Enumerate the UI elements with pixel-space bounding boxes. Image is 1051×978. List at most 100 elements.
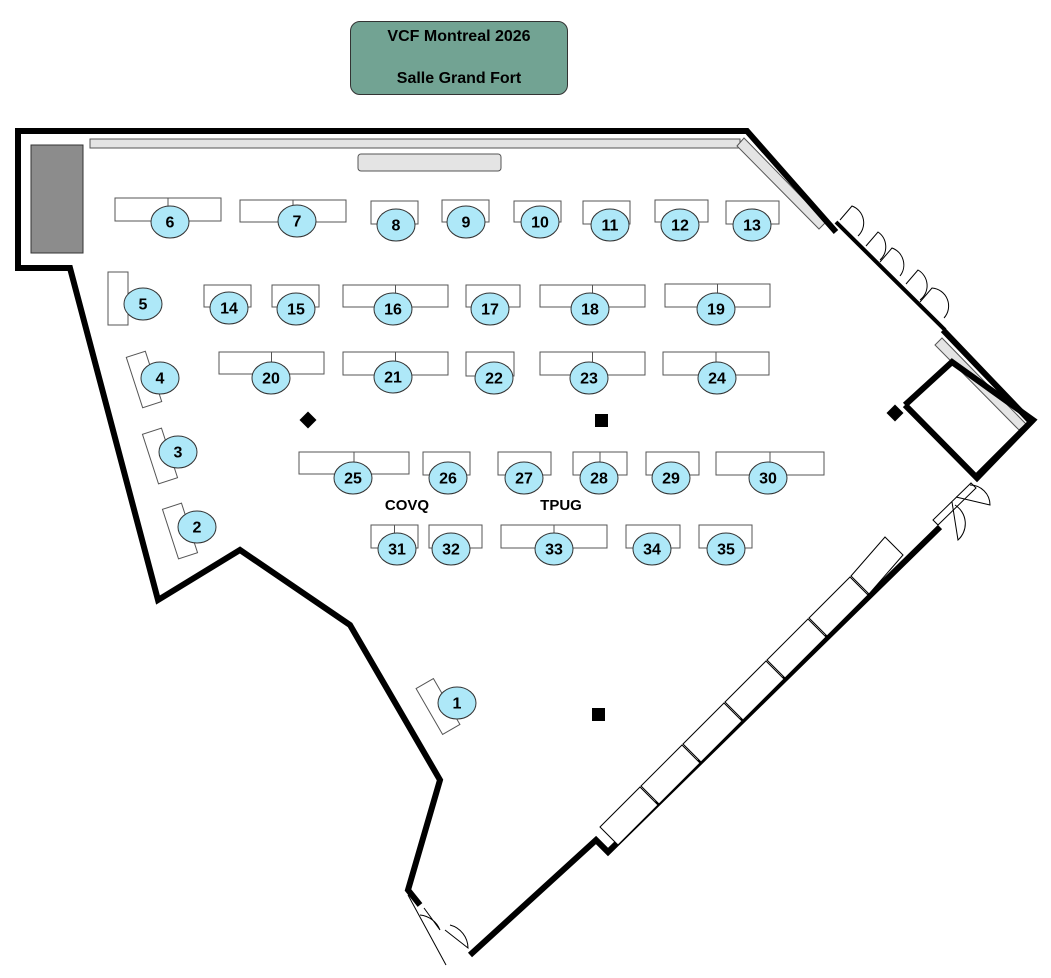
title-box: VCF Montreal 2026 Salle Grand Fort — [350, 21, 568, 95]
table-32[interactable]: 32 — [428, 524, 483, 566]
stage-block — [30, 144, 84, 254]
table-marker — [748, 461, 788, 495]
table-13[interactable]: 13 — [725, 200, 780, 242]
table-marker — [504, 461, 544, 495]
table-marker — [373, 360, 413, 394]
table-6[interactable]: 6 — [114, 197, 222, 239]
table-number: 5 — [139, 297, 148, 314]
table-marker — [140, 361, 180, 395]
table-number: 35 — [717, 542, 735, 559]
table-number: 28 — [590, 471, 608, 488]
table-23[interactable]: 23 — [539, 351, 646, 395]
table-19[interactable]: 19 — [664, 283, 771, 326]
table-number: 29 — [662, 471, 680, 488]
table-number: 33 — [545, 542, 563, 559]
label-tpug: TPUG — [540, 497, 582, 514]
table-marker — [470, 292, 510, 326]
table-marker — [209, 291, 249, 325]
table-4[interactable]: 4 — [125, 350, 180, 409]
table-25[interactable]: 25 — [298, 451, 410, 495]
counter-north — [89, 138, 741, 149]
table-26[interactable]: 26 — [422, 451, 471, 495]
door-east — [932, 482, 991, 541]
table-1[interactable]: 1 — [415, 677, 477, 736]
table-20[interactable]: 20 — [218, 351, 325, 395]
table-marker — [474, 361, 514, 395]
table-number: 31 — [388, 542, 406, 559]
table-number: 21 — [384, 370, 402, 387]
table-number: 9 — [462, 215, 471, 232]
table-17[interactable]: 17 — [465, 284, 521, 326]
table-marker — [177, 510, 217, 544]
table-marker — [251, 361, 291, 395]
table-29[interactable]: 29 — [645, 451, 700, 495]
table-number: 27 — [515, 471, 533, 488]
table-number: 11 — [602, 218, 619, 235]
table-33[interactable]: 33 — [500, 524, 608, 566]
storage-room — [902, 358, 1038, 483]
pillars — [299, 404, 904, 721]
table-18[interactable]: 18 — [539, 284, 646, 326]
table-21[interactable]: 21 — [342, 351, 449, 394]
table-number: 24 — [708, 371, 726, 388]
table-number: 26 — [439, 471, 457, 488]
table-8[interactable]: 8 — [370, 200, 419, 242]
table-31[interactable]: 31 — [370, 524, 419, 566]
table-marker — [520, 205, 560, 239]
table-number: 16 — [384, 302, 402, 319]
table-2[interactable]: 2 — [161, 502, 217, 560]
table-12[interactable]: 12 — [654, 199, 709, 242]
event-title: VCF Montreal 2026 — [387, 28, 531, 45]
table-number: 20 — [262, 371, 280, 388]
table-number: 32 — [442, 542, 460, 559]
table-27[interactable]: 27 — [497, 451, 552, 495]
table-9[interactable]: 9 — [441, 199, 490, 239]
table-number: 14 — [220, 301, 238, 318]
table-number: 30 — [759, 471, 777, 488]
table-7[interactable]: 7 — [239, 199, 347, 238]
table-16[interactable]: 16 — [342, 284, 449, 326]
table-11[interactable]: 11 — [582, 200, 631, 242]
table-marker — [333, 461, 373, 495]
table-marker — [123, 287, 163, 321]
table-number: 15 — [287, 302, 305, 319]
table-30[interactable]: 30 — [715, 451, 825, 495]
table-22[interactable]: 22 — [465, 351, 515, 395]
table-marker — [437, 686, 477, 720]
table-marker — [446, 205, 486, 239]
label-covq: COVQ — [385, 497, 430, 514]
table-number: 23 — [580, 371, 598, 388]
table-number: 12 — [671, 218, 689, 235]
table-3[interactable]: 3 — [141, 427, 198, 485]
door-southwest — [407, 894, 469, 966]
table-marker — [590, 208, 630, 242]
table-marker — [428, 461, 468, 495]
table-marker — [150, 205, 190, 239]
table-marker — [651, 461, 691, 495]
table-15[interactable]: 15 — [271, 284, 320, 326]
table-marker — [373, 292, 413, 326]
table-marker — [534, 532, 574, 566]
table-34[interactable]: 34 — [625, 524, 681, 566]
table-number: 2 — [193, 520, 202, 537]
table-10[interactable]: 10 — [513, 200, 562, 239]
table-number: 34 — [643, 542, 661, 559]
table-number: 10 — [531, 215, 549, 232]
table-28[interactable]: 28 — [572, 451, 628, 495]
table-number: 17 — [481, 302, 499, 319]
registration-desk — [357, 153, 502, 172]
table-number: 3 — [174, 445, 183, 462]
table-number: 18 — [581, 302, 599, 319]
table-marker — [632, 532, 672, 566]
table-14[interactable]: 14 — [203, 284, 252, 325]
table-marker — [706, 532, 746, 566]
table-marker — [697, 361, 737, 395]
room-name: Salle Grand Fort — [396, 70, 522, 87]
table-24[interactable]: 24 — [662, 351, 770, 395]
table-marker — [376, 208, 416, 242]
table-number: 13 — [743, 218, 761, 235]
windows-southeast — [599, 536, 904, 846]
table-5[interactable]: 5 — [107, 271, 163, 326]
table-35[interactable]: 35 — [698, 524, 753, 566]
